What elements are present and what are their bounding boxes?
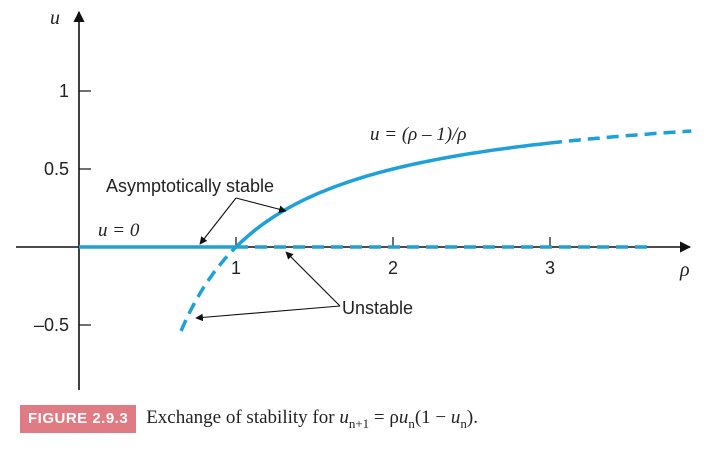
caption-var: u [398,406,409,428]
y-tick-label: 0.5 [44,159,69,179]
stable-label: Asymptotically stable [106,176,274,196]
zero-label: u = 0 [98,220,140,241]
caption-var: u [339,406,349,428]
figure-caption-text: Exchange of stability for un+1 = ρun(1 −… [146,407,478,432]
x-tick-label: 2 [388,258,398,278]
figure-caption: FIGURE 2.9.3 Exchange of stability for u… [20,404,478,434]
caption-var: u [450,406,461,428]
x-axis-label: ρ [679,259,690,281]
unstable-arrow [195,305,341,322]
y-tick-label: –0.5 [34,315,69,335]
y-axis-label: u [50,7,60,29]
y-tick-label: 1 [59,81,69,101]
caption-part: ). [466,406,478,428]
series-line-4 [179,245,238,332]
caption-sub: n [460,415,467,431]
caption-part: Exchange of stability for [146,406,340,428]
series-line-3 [549,129,692,145]
figure-label: FIGURE 2.9.3 [20,405,137,433]
stable-arrow [235,197,287,213]
curve-label: u = (ρ – 1)/ρ [370,124,467,145]
stability-chart: ρ u 1 2 3 1 0.5 –0.5 u = (ρ – 1)/ρAsymptotical… [16,7,692,390]
series-line-2 [234,141,551,249]
x-tick-label: 1 [231,258,241,278]
caption-sub: n [408,415,415,431]
caption-part: = ρ [369,406,399,428]
unstable-arrow [285,251,341,307]
stable-arrow [199,197,237,245]
x-tick-label: 3 [545,258,555,278]
caption-sub: n+1 [348,415,370,431]
unstable-label: Unstable [342,298,413,318]
caption-part: (1 − [414,406,451,428]
